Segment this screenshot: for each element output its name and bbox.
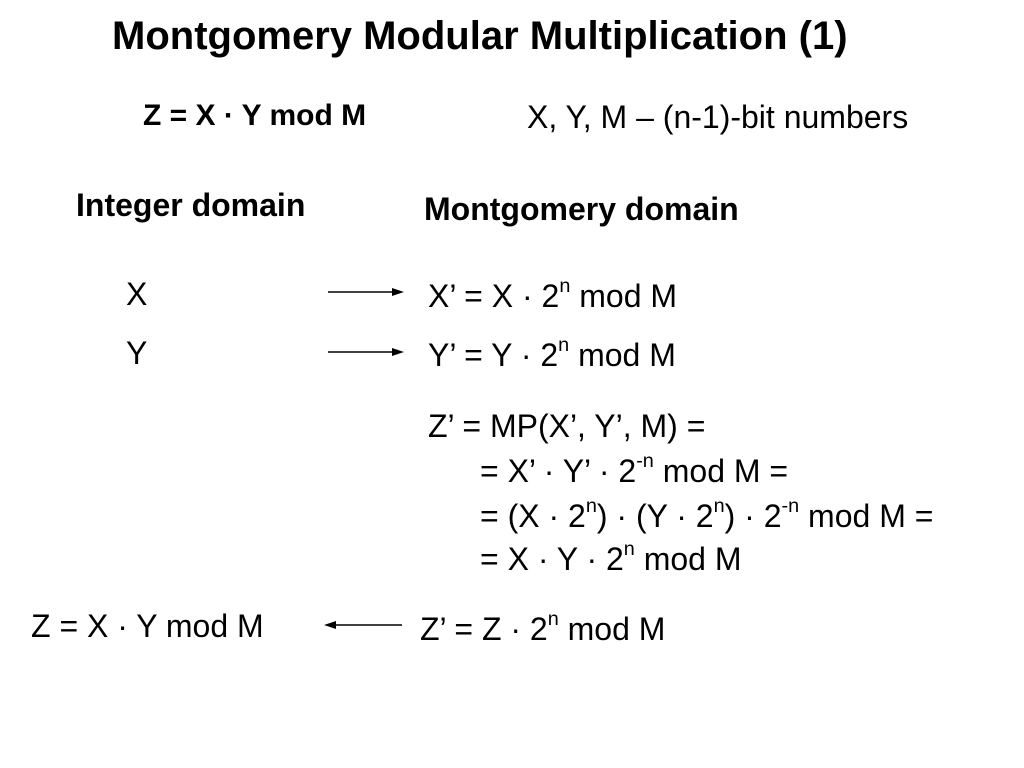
integer-y: Y bbox=[126, 335, 148, 371]
mp-line-1: Z’ = MP(X’, Y’, M) = bbox=[428, 408, 706, 444]
integer-domain-heading: Integer domain bbox=[76, 187, 306, 223]
result-montgomery-base: Z’ = Z · 2 bbox=[420, 611, 548, 647]
mp-line-3: = (X · 2n) · (Y · 2n) · 2-n mod M = bbox=[480, 496, 934, 534]
x-conversion-mod: mod M bbox=[570, 278, 678, 314]
mp-line-2-base: = X’ · Y’ · 2 bbox=[480, 453, 637, 489]
y-conversion: Y’ = Y · 2n mod M bbox=[428, 335, 676, 373]
main-equation-left: Z = X bbox=[143, 99, 216, 132]
mp-line-3-part-a: = (X · 2 bbox=[480, 498, 586, 534]
mp-line-2-exponent: -n bbox=[636, 450, 654, 473]
x-conversion-exponent: n bbox=[559, 275, 571, 298]
main-equation-right: Y mod M bbox=[241, 99, 367, 132]
x-conversion: X’ = X · 2n mod M bbox=[428, 276, 678, 314]
mp-line-4-exponent: n bbox=[623, 538, 635, 561]
x-conversion-base: X’ = X · 2 bbox=[428, 278, 560, 314]
arrow-left-icon bbox=[324, 621, 402, 629]
result-montgomery: Z’ = Z · 2n mod M bbox=[420, 609, 666, 647]
y-conversion-base: Y’ = Y · 2 bbox=[428, 337, 559, 373]
mp-line-4-base: = X · Y · 2 bbox=[480, 541, 624, 577]
dot-operator: · bbox=[215, 99, 242, 132]
arrow-right-icon bbox=[328, 288, 404, 296]
slide-title: Montgomery Modular Multiplication (1) bbox=[112, 14, 848, 58]
integer-x: X bbox=[126, 276, 148, 312]
montgomery-domain-heading: Montgomery domain bbox=[424, 191, 739, 227]
mp-line-3-exp-1: n bbox=[585, 495, 597, 518]
mp-line-3-exp-2: n bbox=[713, 495, 725, 518]
result-montgomery-mod: mod M bbox=[558, 611, 666, 647]
y-conversion-mod: mod M bbox=[569, 337, 676, 373]
bit-width-note: X, Y, M – (n-1)-bit numbers bbox=[527, 99, 909, 135]
mp-line-3-part-d: mod M = bbox=[799, 498, 934, 534]
mp-line-4: = X · Y · 2n mod M bbox=[480, 539, 742, 577]
arrow-right-icon bbox=[328, 348, 404, 356]
result-montgomery-exponent: n bbox=[547, 608, 559, 631]
mp-line-2-mod: mod M = bbox=[653, 453, 789, 489]
mp-line-3-part-b: ) · (Y · 2 bbox=[596, 498, 714, 534]
mp-line-3-exp-3: -n bbox=[781, 495, 800, 518]
mp-line-3-part-c: ) · 2 bbox=[724, 498, 782, 534]
result-integer: Z = X · Y mod M bbox=[31, 608, 264, 644]
mp-line-2: = X’ · Y’ · 2-n mod M = bbox=[480, 451, 789, 489]
main-equation: Z = X · Y mod M bbox=[143, 101, 366, 131]
mp-line-4-mod: mod M bbox=[634, 541, 742, 577]
y-conversion-exponent: n bbox=[558, 334, 570, 357]
